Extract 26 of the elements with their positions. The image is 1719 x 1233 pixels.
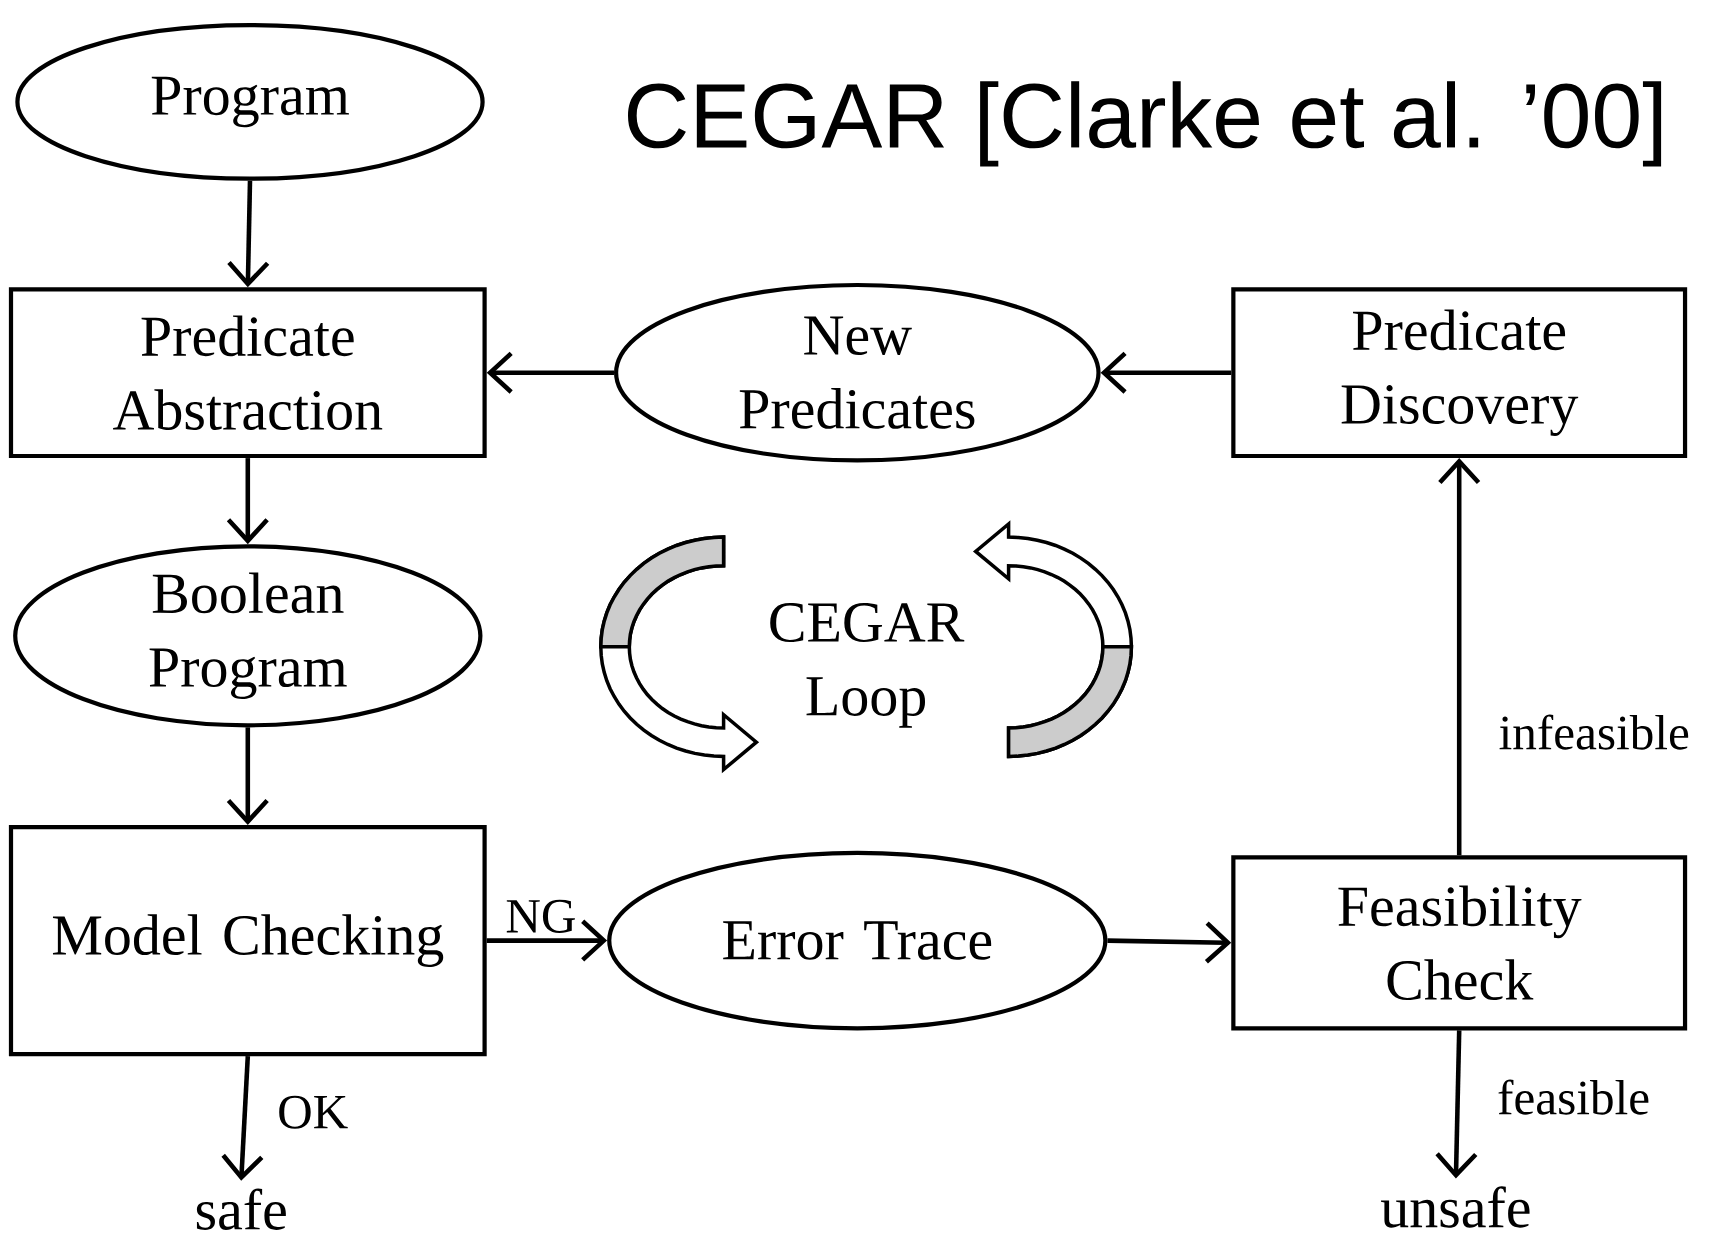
- result-text: unsafe: [1381, 1186, 1530, 1228]
- edge-label: NG: [506, 899, 575, 933]
- arrow: [486, 919, 608, 962]
- loop-label: CEGAR Loop: [770, 602, 965, 728]
- process-box: Model Checking: [8, 824, 487, 1056]
- process-box: Feasibility Check: [1231, 855, 1688, 1031]
- arrow: [226, 457, 269, 545]
- arrow: [486, 351, 614, 394]
- arrow: [1435, 1030, 1478, 1179]
- ellipse-node: Error Trace: [607, 850, 1108, 1031]
- edge-label: infeasible: [1499, 714, 1689, 750]
- arrow: [1438, 457, 1481, 856]
- arrow: [1100, 351, 1232, 394]
- process-box: Predicate Discovery: [1231, 287, 1688, 458]
- ellipse-node: Program: [15, 22, 485, 181]
- ellipse-node: Boolean Program: [13, 544, 483, 728]
- edge-label: feasible: [1498, 1079, 1649, 1115]
- process-box: Predicate Abstraction: [8, 287, 487, 458]
- arrow: [221, 1055, 264, 1181]
- arrow: [227, 180, 270, 288]
- edge-label: OK: [279, 1095, 348, 1129]
- ellipse-node: New Predicates: [614, 282, 1101, 463]
- arrow: [1107, 921, 1232, 964]
- title: CEGAR [Clarke et al. ’00]: [628, 81, 1662, 167]
- result-text: safe: [196, 1188, 286, 1230]
- arrow: [226, 727, 269, 825]
